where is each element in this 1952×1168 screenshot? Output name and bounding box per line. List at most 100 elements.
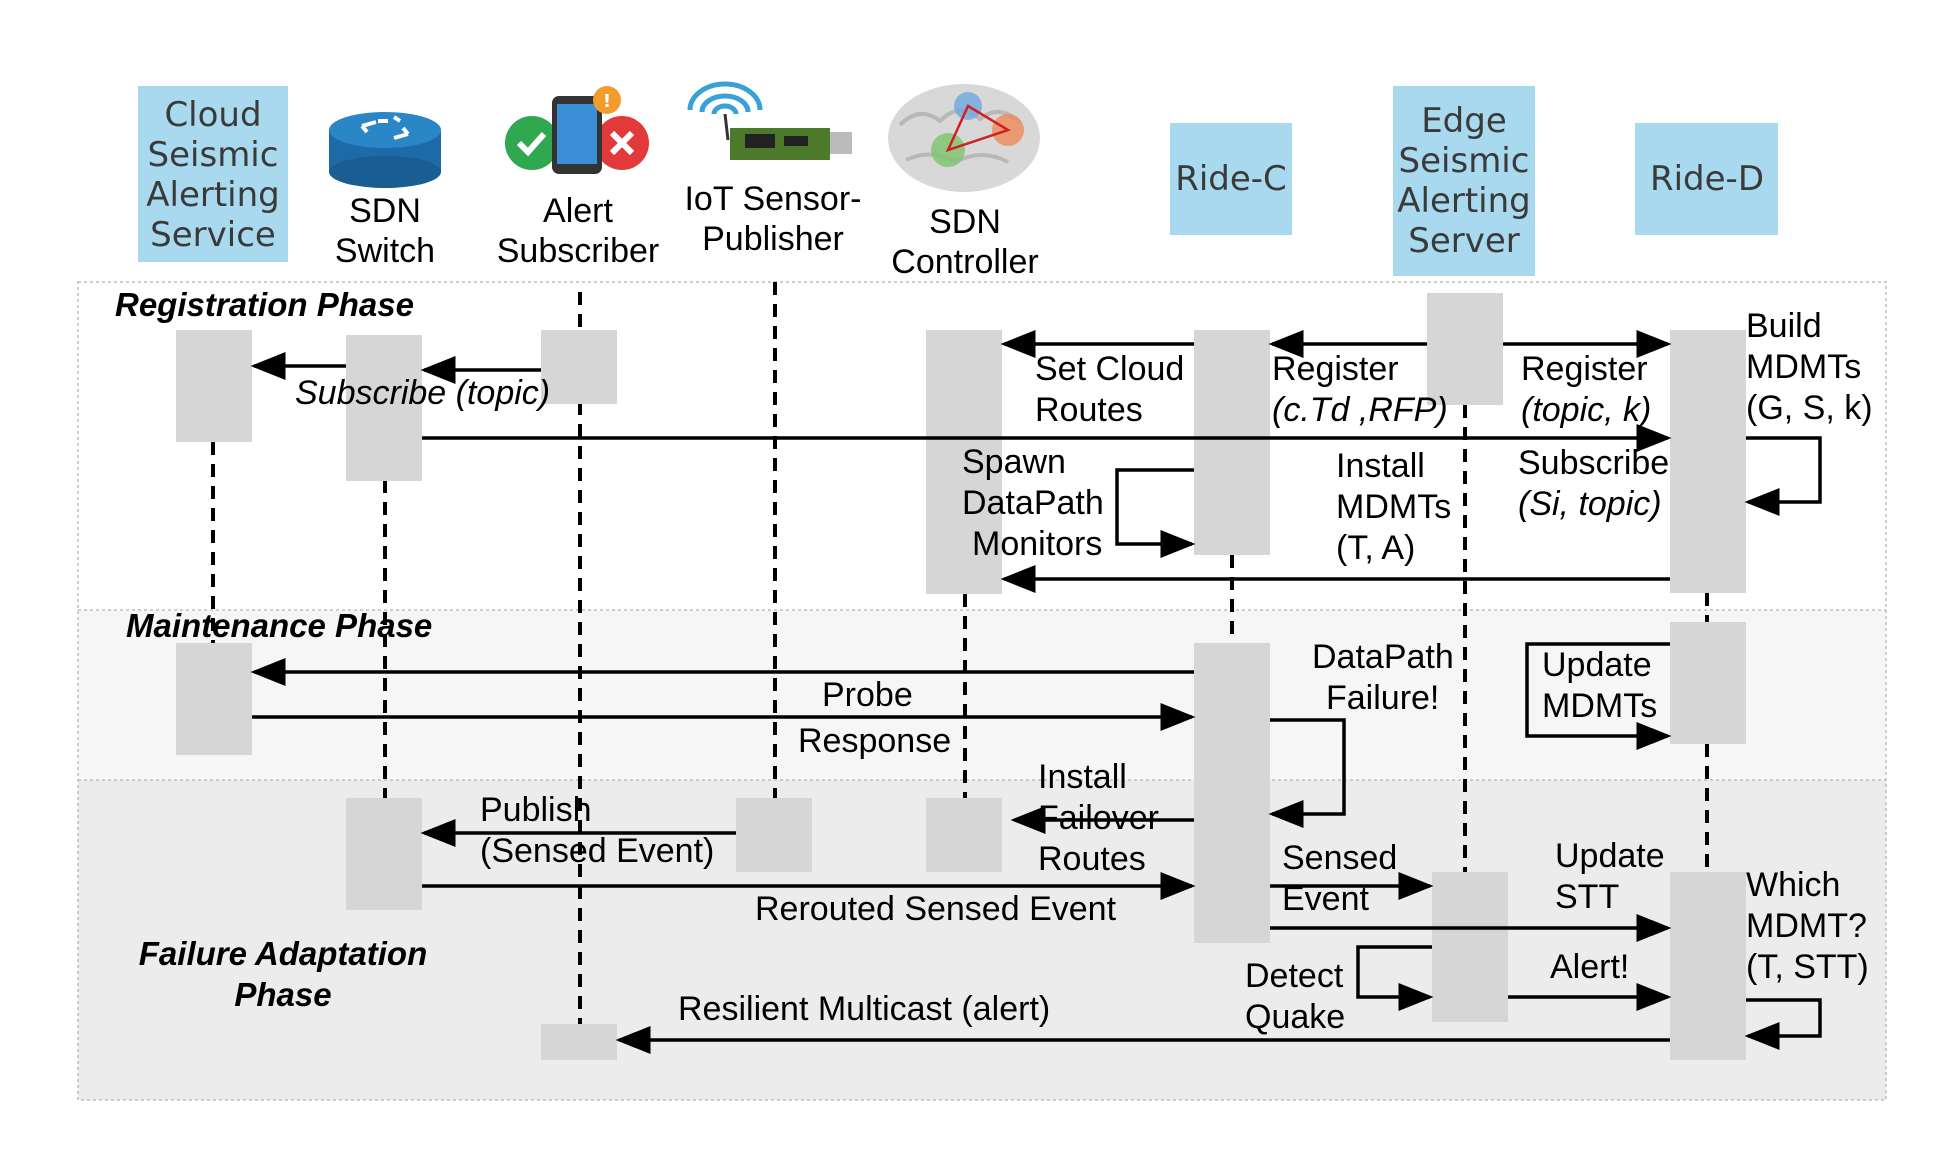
actor-subscriber-line1: Alert	[543, 192, 613, 230]
actor-ride-d: Ride-D	[1635, 123, 1778, 235]
actor-edge-line2: Seismic	[1399, 141, 1530, 181]
label-which-mdmt-2: MDMT?	[1746, 907, 1867, 945]
label-install-mdmts-2: MDMTs	[1336, 488, 1451, 526]
label-update-stt-2: STT	[1555, 878, 1619, 916]
label-datapath-failure-1: DataPath	[1312, 638, 1454, 676]
arrow-build-mdmts	[1744, 436, 1822, 516]
activation-controller-1	[926, 330, 1002, 594]
actor-iot-line1: IoT Sensor-	[684, 180, 861, 218]
actor-switch: SDN Switch	[329, 112, 441, 270]
actor-edge: Edge Seismic Alerting Server	[1393, 86, 1535, 276]
actor-cloud-line1: Cloud	[164, 95, 261, 135]
label-sensed-event-1: Sensed	[1282, 839, 1397, 877]
label-sensed-event-2: Event	[1282, 880, 1369, 918]
maintenance-band	[78, 610, 1886, 780]
actor-edge-line4: Server	[1408, 221, 1520, 261]
sdn-switch-icon	[329, 112, 441, 188]
actor-controller-line2: Controller	[891, 243, 1038, 281]
actor-cloud: Cloud Seismic Alerting Service	[138, 86, 288, 262]
label-spawn-2: DataPath	[962, 484, 1104, 522]
activation-cloud-2	[176, 643, 252, 755]
label-subscribe-si-2: (Si, topic)	[1518, 485, 1662, 523]
label-spawn-3: Monitors	[972, 525, 1102, 563]
actor-iot-line2: Publisher	[702, 220, 844, 258]
actor-cloud-line2: Seismic	[148, 135, 279, 175]
activation-ride-c-2	[1194, 643, 1270, 943]
label-detect-quake-2: Quake	[1245, 998, 1345, 1036]
label-publish-1: Publish	[480, 791, 592, 829]
label-update-mdmts-1: Update	[1542, 646, 1652, 684]
activation-ride-c-1	[1194, 330, 1270, 555]
label-failover-3: Routes	[1038, 840, 1146, 878]
label-set-cloud-routes-1: Set Cloud	[1035, 350, 1184, 388]
label-register-c-2: (c.Td ,RFP)	[1272, 391, 1448, 429]
label-register-d-2: (topic, k)	[1521, 391, 1651, 429]
label-install-mdmts-1: Install	[1336, 447, 1425, 485]
actor-cloud-line4: Service	[150, 215, 276, 255]
label-probe: Probe	[822, 676, 913, 714]
label-detect-quake-1: Detect	[1245, 957, 1344, 995]
label-subscribe-si-1: Subscribe	[1518, 444, 1669, 482]
arrow-spawn-monitors	[1115, 468, 1196, 558]
label-which-mdmt-3: (T, STT)	[1746, 948, 1869, 986]
label-build-mdmts-2: MDMTs	[1746, 348, 1861, 386]
activation-subscriber-1	[541, 330, 617, 404]
label-build-mdmts-3: (G, S, k)	[1746, 389, 1873, 427]
label-build-mdmts-1: Build	[1746, 307, 1822, 345]
label-failover-1: Install	[1038, 758, 1127, 796]
label-register-c-1: Register	[1272, 350, 1399, 388]
label-rerouted: Rerouted Sensed Event	[755, 890, 1117, 928]
label-publish-2: (Sensed Event)	[480, 832, 714, 870]
actor-ride-c-label: Ride-C	[1175, 159, 1287, 199]
label-datapath-failure-2: Failure!	[1326, 679, 1439, 717]
activation-iot	[736, 798, 812, 872]
actor-iot: IoT Sensor- Publisher	[684, 81, 862, 258]
actor-ride-c: Ride-C	[1170, 123, 1292, 235]
label-resilient-multicast: Resilient Multicast (alert)	[678, 990, 1050, 1028]
phase-registration: Registration Phase	[115, 286, 414, 323]
arrow-which-mdmt	[1744, 998, 1822, 1050]
phase-failure-line1: Failure Adaptation	[139, 935, 427, 972]
label-alert: Alert!	[1550, 948, 1629, 986]
actor-switch-line1: SDN	[349, 192, 421, 230]
actor-subscriber: ! Alert Subscriber	[497, 86, 660, 270]
activation-switch-2	[346, 798, 422, 910]
label-failover-2: Failover	[1038, 799, 1159, 837]
activation-controller-2	[926, 798, 1002, 872]
label-install-mdmts-3: (T, A)	[1336, 529, 1415, 567]
label-response: Response	[798, 722, 951, 760]
activation-ride-d-2	[1670, 622, 1746, 744]
actor-edge-line1: Edge	[1421, 101, 1507, 141]
actor-subscriber-line2: Subscriber	[497, 232, 660, 270]
activations	[176, 293, 1746, 1060]
activation-cloud-1	[176, 330, 252, 442]
activation-ride-d-3	[1670, 872, 1746, 1060]
actor-switch-line2: Switch	[335, 232, 435, 270]
messages	[250, 330, 1822, 1054]
actor-controller: SDN Controller	[888, 84, 1040, 281]
phase-failure-line2: Phase	[234, 976, 331, 1013]
label-subscribe-topic: Subscribe (topic)	[295, 374, 550, 412]
svg-text:!: !	[603, 91, 611, 112]
arrow-datapath-failure	[1268, 718, 1346, 828]
iot-sensor-icon	[687, 81, 852, 160]
label-update-stt-1: Update	[1555, 837, 1665, 875]
arrow-detect-quake	[1356, 945, 1434, 1011]
label-set-cloud-routes-2: Routes	[1035, 391, 1143, 429]
activation-switch-1	[346, 335, 422, 481]
actor-controller-line1: SDN	[929, 203, 1001, 241]
activation-subscriber-2	[541, 1024, 617, 1060]
activation-ride-d-1	[1670, 330, 1746, 593]
label-update-mdmts-2: MDMTs	[1542, 687, 1657, 725]
activation-edge-2	[1432, 872, 1508, 1022]
brain-network-icon	[888, 84, 1040, 192]
actor-ride-d-label: Ride-D	[1650, 159, 1764, 199]
phone-alert-icon: !	[505, 86, 649, 174]
label-which-mdmt-1: Which	[1746, 866, 1840, 904]
label-spawn-1: Spawn	[962, 443, 1066, 481]
phase-frame	[77, 281, 1887, 1101]
actor-edge-line3: Alerting	[1397, 181, 1531, 221]
activation-edge-1	[1427, 293, 1503, 405]
